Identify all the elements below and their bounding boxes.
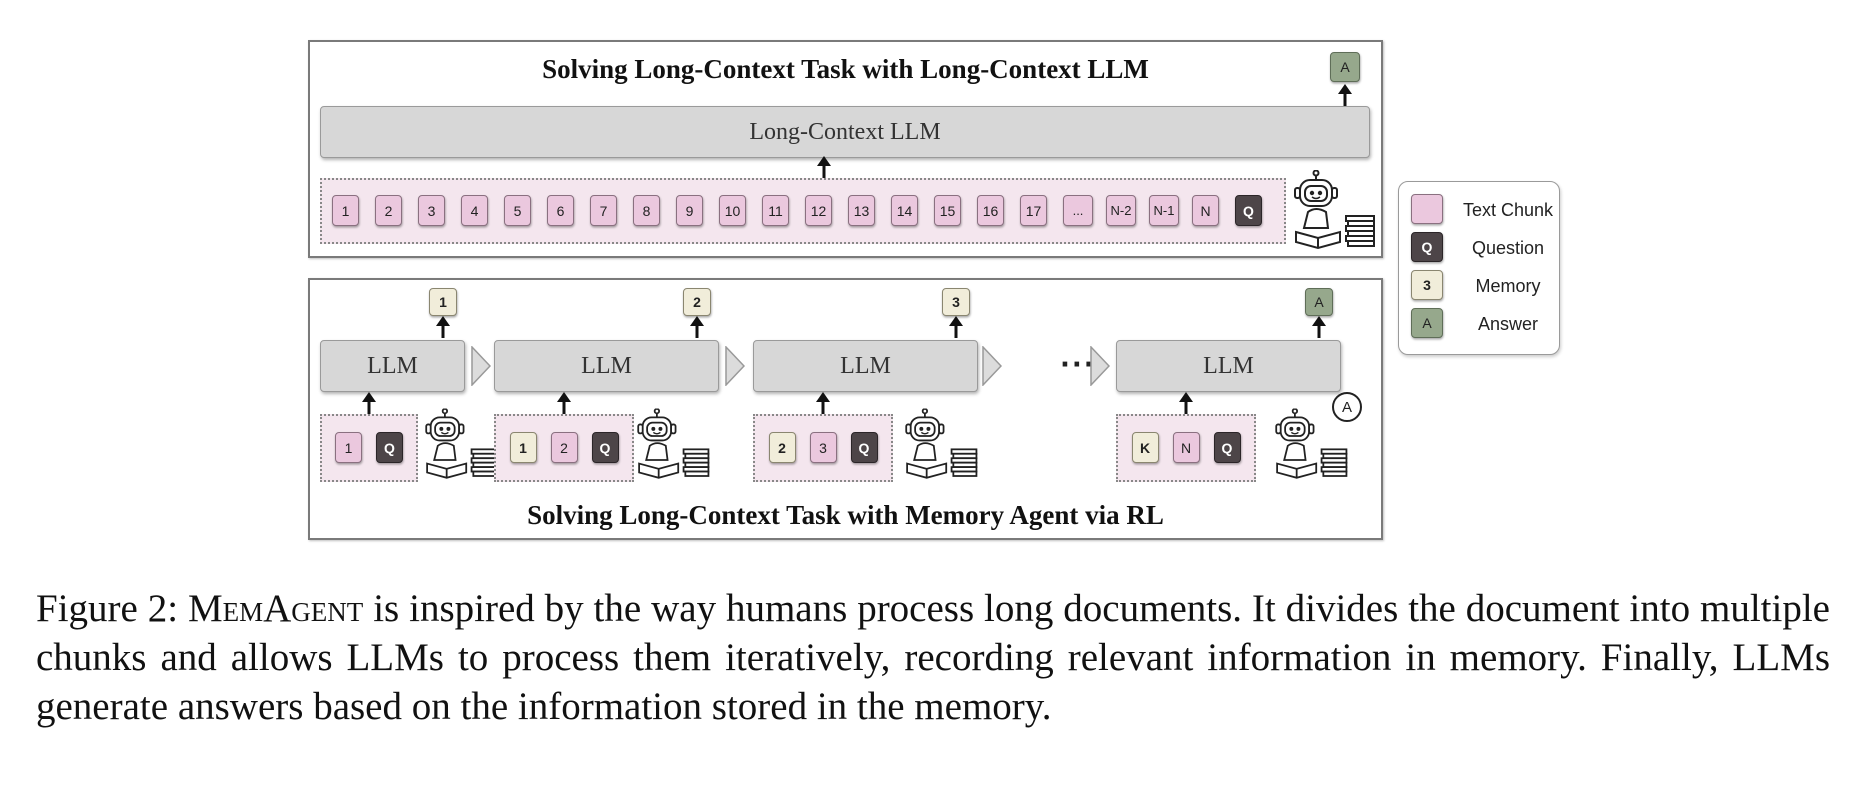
long-context-llm-panel: Solving Long-Context Task with Long-Cont…: [308, 40, 1383, 258]
caption-text: is inspired by the way humans process lo…: [36, 587, 1830, 728]
text-chunk-tile: 7: [590, 195, 617, 226]
chevron-right-icon: [982, 346, 1002, 386]
caption-prefix: Figure 2:: [36, 587, 188, 630]
legend-item: 3 Memory: [1411, 270, 1561, 302]
caption-name: MemAgent: [187, 587, 364, 630]
output-arrow-icon: [436, 316, 450, 338]
text-chunk-tile: ...: [1063, 195, 1093, 226]
answer-tile: A: [1305, 288, 1333, 316]
output-arrow-icon: [949, 316, 963, 338]
text-chunk-tile: 8: [633, 195, 660, 226]
legend-item: A Answer: [1411, 308, 1561, 340]
text-chunk-tile: 11: [762, 195, 789, 226]
text-chunk-tile: N-1: [1149, 195, 1179, 226]
input-arrow-icon: [817, 156, 831, 178]
text-chunk-tile: 15: [934, 195, 961, 226]
chevron-right-icon: [1090, 346, 1110, 386]
memory-output-tile: 2: [683, 288, 711, 316]
legend-label: Memory: [1475, 276, 1541, 296]
text-chunk-tile: 1: [332, 195, 359, 226]
top-panel-title: Solving Long-Context Task with Long-Cont…: [542, 54, 1149, 84]
question-tile: Q: [850, 432, 878, 463]
text-chunk-tile: 14: [891, 195, 918, 226]
question-tile: Q: [1213, 432, 1241, 463]
llm-block: LLM: [320, 340, 465, 392]
legend-label: Text Chunk: [1462, 200, 1554, 220]
robot-reading-icon: [1270, 408, 1350, 480]
text-chunk-tile: 17: [1020, 195, 1047, 226]
legend-swatch: [1411, 194, 1443, 224]
text-chunk-tile: 5: [504, 195, 531, 226]
robot-answer-bubble: A: [1332, 392, 1362, 422]
text-chunk-tile: 6: [547, 195, 574, 226]
chevron-right-icon: [471, 346, 491, 386]
legend-swatch: Q: [1411, 232, 1443, 262]
chevron-right-icon: [725, 346, 745, 386]
memory-agent-panel: ··· Solving Long-Context Task with Memor…: [308, 278, 1383, 540]
text-chunk-tile: N: [1172, 432, 1200, 463]
robot-reading-icon: [632, 408, 712, 480]
robot-reading-icon: [1288, 170, 1378, 250]
bottom-panel-title: Solving Long-Context Task with Memory Ag…: [527, 500, 1164, 530]
memory-tile: K: [1131, 432, 1159, 463]
text-chunk-tile: 13: [848, 195, 875, 226]
output-arrow-icon: [1312, 316, 1326, 338]
memory-tile: 1: [509, 432, 537, 463]
memory-tile: 2: [768, 432, 796, 463]
input-arrow-icon: [816, 392, 830, 414]
legend-swatch: A: [1411, 308, 1443, 338]
text-chunk-tile: 3: [418, 195, 445, 226]
text-chunk-tile: 3: [809, 432, 837, 463]
text-chunk-tile: 10: [719, 195, 746, 226]
input-arrow-icon: [1179, 392, 1193, 414]
output-arrow-icon: [690, 316, 704, 338]
figure-caption: Figure 2: MemAgent is inspired by the wa…: [36, 584, 1830, 731]
text-chunk-tile: N-2: [1106, 195, 1136, 226]
llm-block: LLM: [494, 340, 719, 392]
legend-item: Q Question: [1411, 232, 1561, 264]
bubble-text: A: [1341, 398, 1352, 416]
input-arrow-icon: [557, 392, 571, 414]
legend-swatch: 3: [1411, 270, 1443, 300]
llm-block: LLM: [753, 340, 978, 392]
input-arrow-icon: [362, 392, 376, 414]
ellipsis: ···: [1060, 350, 1096, 380]
memory-output-tile: 3: [942, 288, 970, 316]
text-chunk-tile: 1: [335, 432, 362, 463]
memory-output-tile: 1: [429, 288, 457, 316]
text-chunk-tile: 12: [805, 195, 832, 226]
answer-tile: A: [1330, 52, 1360, 82]
llm-block: LLM: [1116, 340, 1341, 392]
text-chunk-tile: 2: [550, 432, 578, 463]
legend-label: Answer: [1477, 314, 1539, 334]
robot-reading-icon: [420, 408, 500, 480]
question-tile: Q: [591, 432, 619, 463]
text-chunk-tile: 16: [977, 195, 1004, 226]
legend-label: Question: [1471, 238, 1545, 258]
long-context-llm-block: Long-Context LLM: [320, 106, 1370, 158]
question-tile: Q: [1235, 195, 1262, 226]
question-tile: Q: [376, 432, 403, 463]
text-chunk-tile: 4: [461, 195, 488, 226]
robot-reading-icon: [900, 408, 980, 480]
answer-arrow-icon: [1338, 84, 1352, 106]
text-chunk-tile: N: [1192, 195, 1219, 226]
text-chunk-tile: 2: [375, 195, 402, 226]
text-chunk-tile: 9: [676, 195, 703, 226]
legend-item: Text Chunk: [1411, 194, 1561, 226]
